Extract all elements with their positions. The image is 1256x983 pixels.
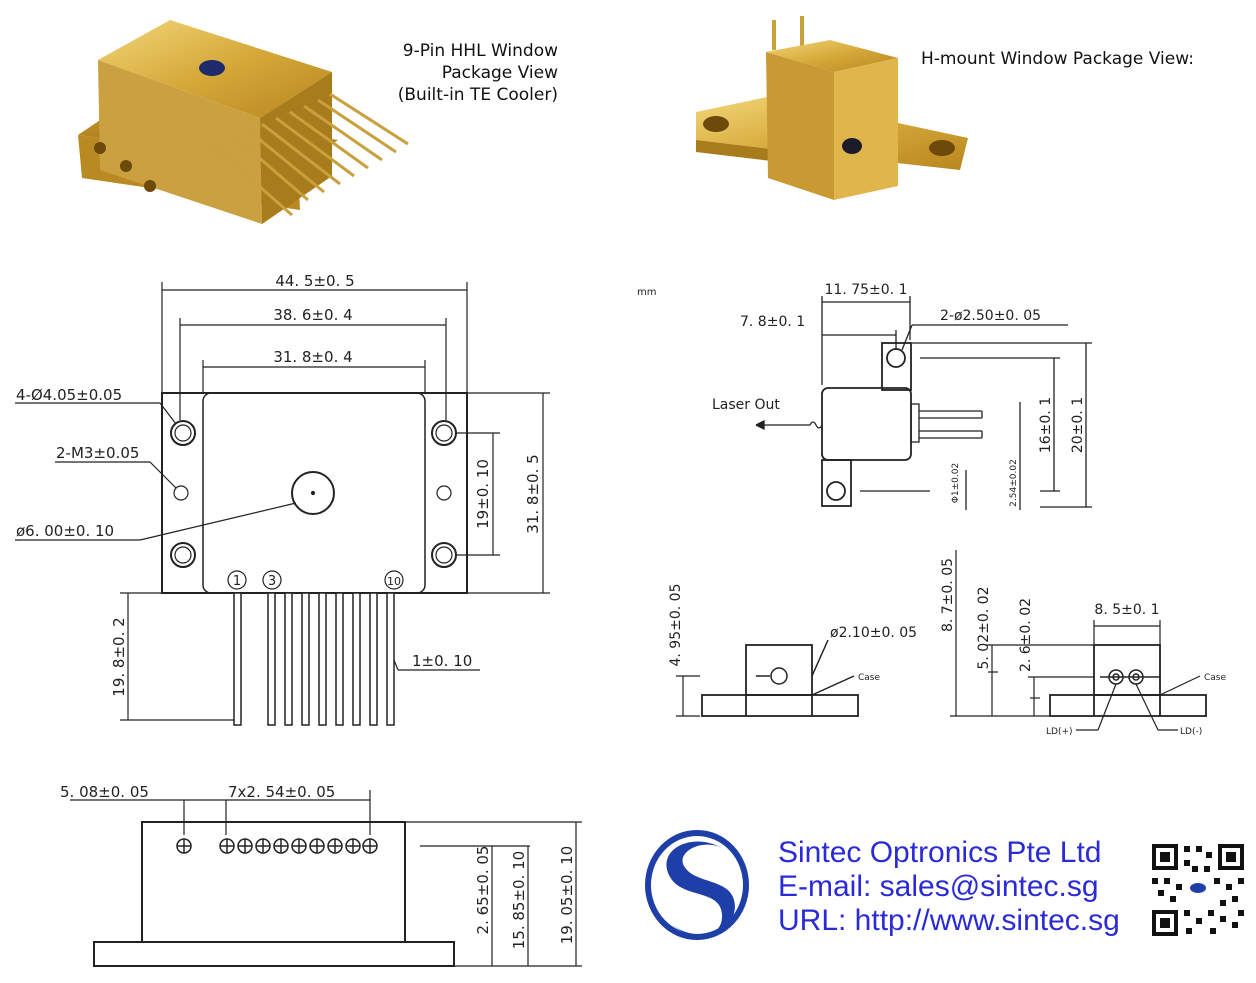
company-name: Sintec Optronics Pte Ltd xyxy=(778,836,1102,869)
dim-hole-vertical: 19±0. 10 xyxy=(474,459,492,529)
dim-m3-holes: 2-M3±0.05 xyxy=(56,444,139,462)
dim-hmount-back-width: 8. 5±0. 1 xyxy=(1094,602,1159,618)
dim-hmount-front-height: 4. 95±0. 05 xyxy=(668,584,684,667)
hhl-pin-markers xyxy=(227,570,404,590)
pin-label-1: 1 xyxy=(233,574,241,589)
dim-pin-height: 2. 65±0. 05 xyxy=(474,846,492,935)
hhl-photo-caption: 9-Pin HHL Window Package View (Built-in … xyxy=(370,40,558,106)
hhl-pins xyxy=(233,592,395,726)
hmount-photo-caption: H-mount Window Package View: xyxy=(921,49,1194,69)
dim-hmount-back-upper: 5. 02±0. 02 xyxy=(976,587,992,670)
dim-body-height: 15. 85±0. 10 xyxy=(510,851,528,949)
qr-code-icon xyxy=(1150,842,1246,938)
company-url[interactable]: URL: http://www.sintec.sg xyxy=(778,904,1120,937)
dim-pin-pitch: 7x2. 54±0. 05 xyxy=(228,783,335,801)
dim-hmount-holes: 2-ø2.50±0. 05 xyxy=(940,308,1041,324)
dim-hmount-offset: 7. 8±0. 1 xyxy=(740,314,805,330)
dim-hmount-total: 20±0. 1 xyxy=(1070,397,1086,453)
dim-hole-spacing: 38. 6±0. 4 xyxy=(273,306,352,324)
hmount-package-photo xyxy=(696,16,968,200)
pin-label-10: 10 xyxy=(387,575,401,588)
company-info: Sintec Optronics Pte Ltd E-mail: sales@s… xyxy=(778,836,1120,938)
laser-out-label: Laser Out xyxy=(712,397,780,413)
case-label-back: Case xyxy=(1204,673,1226,683)
hhl-caption-line-3: (Built-in TE Cooler) xyxy=(397,85,558,105)
dim-pin-dia: 1±0. 10 xyxy=(412,652,472,670)
ld-minus-label: LD(-) xyxy=(1180,727,1202,737)
dim-hmount-width: 11. 75±0. 1 xyxy=(825,282,908,298)
hhl-top-view xyxy=(15,282,550,721)
hmount-front-view xyxy=(676,639,859,717)
dim-hmount-front-window: ø2.10±0. 05 xyxy=(830,625,917,641)
dim-hmount-hole-spacing: 16±0. 1 xyxy=(1038,397,1054,453)
dim-pin-length: 19. 8±0. 2 xyxy=(110,617,128,696)
dim-height: 31. 8±0. 5 xyxy=(524,454,542,533)
pin-label-3: 3 xyxy=(268,574,276,589)
company-logo xyxy=(645,830,749,940)
dim-overall-width: 44. 5±0. 5 xyxy=(275,272,354,290)
case-label-front: Case xyxy=(858,673,880,683)
hmount-back-view xyxy=(950,550,1207,731)
hhl-caption-line-2: Package View xyxy=(441,63,558,83)
hmount-top-view xyxy=(755,296,1092,510)
hhl-caption-line-1: 9-Pin HHL Window xyxy=(402,41,558,61)
dim-hmount-back-lower: 2. 6±0. 02 xyxy=(1018,598,1034,672)
dim-body-width: 31. 8±0. 4 xyxy=(273,348,352,366)
company-email[interactable]: E-mail: sales@sintec.sg xyxy=(778,870,1099,903)
hhl-side-view xyxy=(70,790,582,967)
dim-hmount-pin-dia: Φ1±0.02 xyxy=(951,463,961,503)
hmount-unit-label: mm xyxy=(637,287,656,298)
dim-first-pin: 5. 08±0. 05 xyxy=(60,783,149,801)
dim-hmount-pin-pitch: 2.54±0.02 xyxy=(1009,459,1019,507)
dim-window: ø6. 00±0. 10 xyxy=(16,522,114,540)
dim-total-height: 19. 05±0. 10 xyxy=(558,846,576,944)
dim-mount-holes: 4-Ø4.05±0.05 xyxy=(16,386,122,404)
hhl-side-pins xyxy=(176,838,378,854)
ld-plus-label: LD(+) xyxy=(1046,727,1073,737)
dim-hmount-back-total: 8. 7±0. 05 xyxy=(940,558,956,632)
hhl-package-photo xyxy=(78,20,409,224)
